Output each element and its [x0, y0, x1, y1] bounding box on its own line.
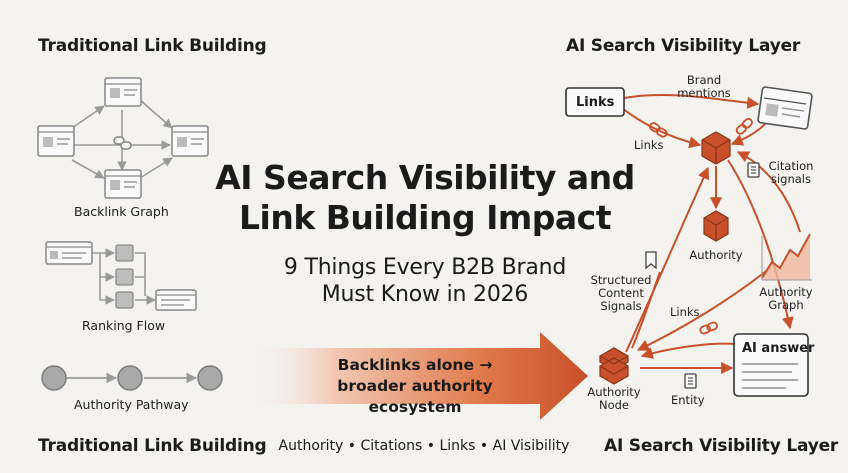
chain-link-icon-1 — [649, 122, 668, 138]
structured-line-3: Signals — [600, 299, 642, 313]
authority-pathway-label: Authority Pathway — [74, 397, 189, 412]
authority-cube-icon — [703, 210, 729, 242]
ai-answer-label: AI answer — [742, 341, 815, 356]
subtitle-line-1: 9 Things Every B2B Brand — [283, 255, 567, 280]
brand-mentions-line-1: Brand — [686, 73, 722, 87]
subtitle-line-2: Must Know in 2026 — [321, 282, 529, 307]
right-header-bottom: AI Search Visibility Layer — [604, 436, 839, 456]
citation-doc-icon — [747, 162, 760, 178]
arrow-caption-line-2: broader authority ecosystem — [337, 377, 493, 416]
title-line-2: Link Building Impact — [239, 198, 611, 237]
ranking-flow — [92, 248, 156, 305]
arrow-caption-line-1: Backlinks alone → — [337, 356, 493, 374]
left-header-bottom: Traditional Link Building — [38, 436, 267, 456]
entity-label: Entity — [671, 393, 705, 407]
backlink-page-left — [37, 125, 75, 157]
citation-signals-label: Citation signals — [764, 160, 818, 186]
authority-graph-line-2: Graph — [768, 298, 804, 312]
authority-node-label: Authority Node — [584, 386, 644, 412]
structured-line-2: Content — [598, 286, 644, 300]
citation-line-2: signals — [770, 172, 811, 186]
authority-graph-line-1: Authority — [759, 285, 813, 299]
backlink-page-top — [104, 77, 142, 107]
backlink-page-bottom — [104, 169, 142, 199]
chain-link-icon-2 — [735, 118, 753, 135]
citation-line-1: Citation — [768, 159, 814, 173]
arrow-caption: Backlinks alone → broader authority ecos… — [290, 355, 540, 418]
link-chain-icon — [113, 136, 132, 150]
backlink-graph-label: Backlink Graph — [74, 204, 169, 219]
right-header-top: AI Search Visibility Layer — [566, 36, 801, 56]
entity-doc-icon — [684, 373, 697, 389]
title-line-1: AI Search Visibility and — [215, 158, 635, 197]
brand-mention-page — [757, 86, 813, 130]
authority-node-line-1: Authority — [587, 385, 641, 399]
footer-tagline: Authority • Citations • Links • AI Visib… — [278, 438, 570, 454]
ranking-steps — [115, 244, 134, 309]
structured-signals-label: Structured Content Signals — [586, 274, 656, 313]
ranking-flow-label: Ranking Flow — [82, 318, 166, 333]
big-transition-arrow — [250, 332, 588, 420]
backlink-page-right — [171, 125, 209, 157]
authority-node-line-2: Node — [598, 398, 629, 412]
bookmark-icon — [645, 251, 657, 270]
ranking-result-page — [155, 289, 197, 311]
authority-graph-chart — [761, 233, 812, 281]
left-header-top: Traditional Link Building — [38, 36, 267, 56]
authority-graph-label: Authority Graph — [756, 286, 816, 312]
page-title: AI Search Visibility and Link Building I… — [190, 158, 660, 238]
links-box-label: Links — [576, 95, 615, 110]
links-label-top: Links — [634, 138, 664, 152]
authority-node-cube-icon — [599, 347, 629, 385]
chain-link-icon-3 — [699, 321, 718, 335]
brand-mentions-label: Brand mentions — [674, 74, 734, 100]
authority-label: Authority — [689, 248, 743, 262]
brand-mentions-line-2: mentions — [677, 86, 731, 100]
ranking-source-page — [45, 241, 93, 265]
page-subtitle: 9 Things Every B2B Brand Must Know in 20… — [230, 254, 620, 308]
links-box — [565, 87, 625, 117]
ai-answer-card — [733, 333, 809, 397]
hub-cube-icon — [701, 131, 731, 165]
ai-connections — [621, 94, 801, 374]
links-label-mid: Links — [670, 305, 700, 319]
authority-pathway — [41, 365, 223, 391]
structured-line-1: Structured — [590, 273, 652, 287]
